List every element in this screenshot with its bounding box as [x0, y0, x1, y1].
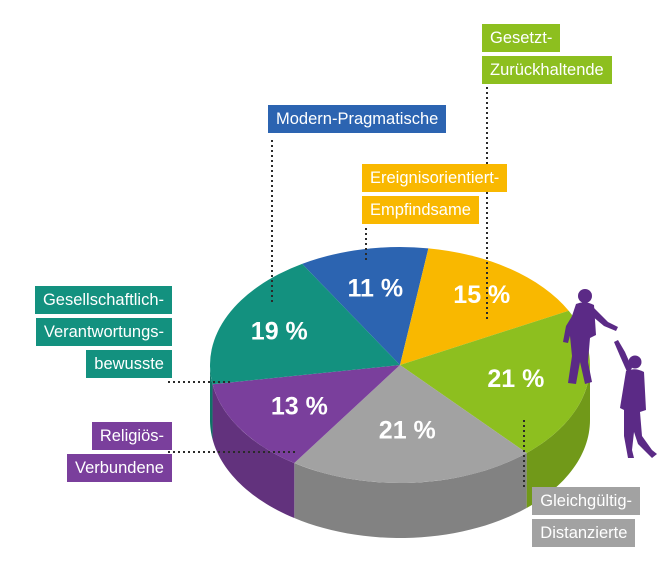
pie-slice-gesell [209, 263, 400, 385]
percent-label-relig: 13 % [271, 392, 328, 420]
slice-label-gleich: Gleichgültig- Distanzierte [532, 487, 640, 547]
percent-label-gleich: 21 % [379, 417, 436, 445]
pie-side-gesell [210, 365, 213, 440]
slice-label-line: Gleichgültig- [532, 487, 640, 515]
pie-slices [209, 247, 590, 484]
slice-label-modern: Modern-Pragmatische [268, 105, 447, 133]
pie-slice-gleich [294, 365, 527, 484]
slice-label-line: Zurückhaltende [482, 56, 612, 84]
pie-slice-modern [302, 247, 429, 365]
slice-label-line: Distanzierte [532, 519, 636, 547]
person-standing-icon [563, 289, 618, 384]
slice-label-line: Modern-Pragmatische [268, 105, 447, 133]
percent-labels: 11 % 15 % 21 % 21 % 13 % 19 % [251, 274, 545, 444]
slice-label-ereignis: Ereignisorientiert- Empfindsame [362, 164, 508, 224]
slice-label-line: Religiös- [91, 422, 172, 450]
pie-side-gleich [294, 452, 527, 538]
slice-label-line: Verbundene [66, 454, 172, 482]
slice-label-gesell: Gesellschaftlich- Verantwortungs-bewusste [34, 286, 172, 378]
slice-label-gesetzt: Gesetzt- Zurückhaltende [482, 24, 612, 84]
slice-label-line: Ereignisorientiert- [362, 164, 508, 192]
percent-label-ereignis: 15 % [453, 281, 510, 309]
people-illustration [563, 289, 657, 458]
slice-label-line: Empfindsame [362, 196, 479, 224]
pie-slice-gesetzt [400, 310, 590, 453]
slice-label-line: Gesetzt- [482, 24, 561, 52]
slice-label-line: Gesellschaftlich- [34, 286, 172, 314]
percent-label-modern: 11 % [347, 274, 403, 302]
slice-label-relig: Religiös- Verbundene [66, 422, 172, 482]
percent-label-gesell: 19 % [251, 317, 308, 345]
leader-lines [168, 82, 525, 488]
pie-slice-ereignis [400, 248, 569, 365]
slice-label-line: bewusste [86, 350, 172, 378]
pie-side-gesetzt [526, 365, 590, 508]
pie-slice-relig [212, 365, 400, 464]
percent-label-gesetzt: 21 % [487, 365, 544, 393]
person-waving-icon [614, 340, 657, 458]
slice-label-line: Verantwortungs- [35, 318, 172, 346]
